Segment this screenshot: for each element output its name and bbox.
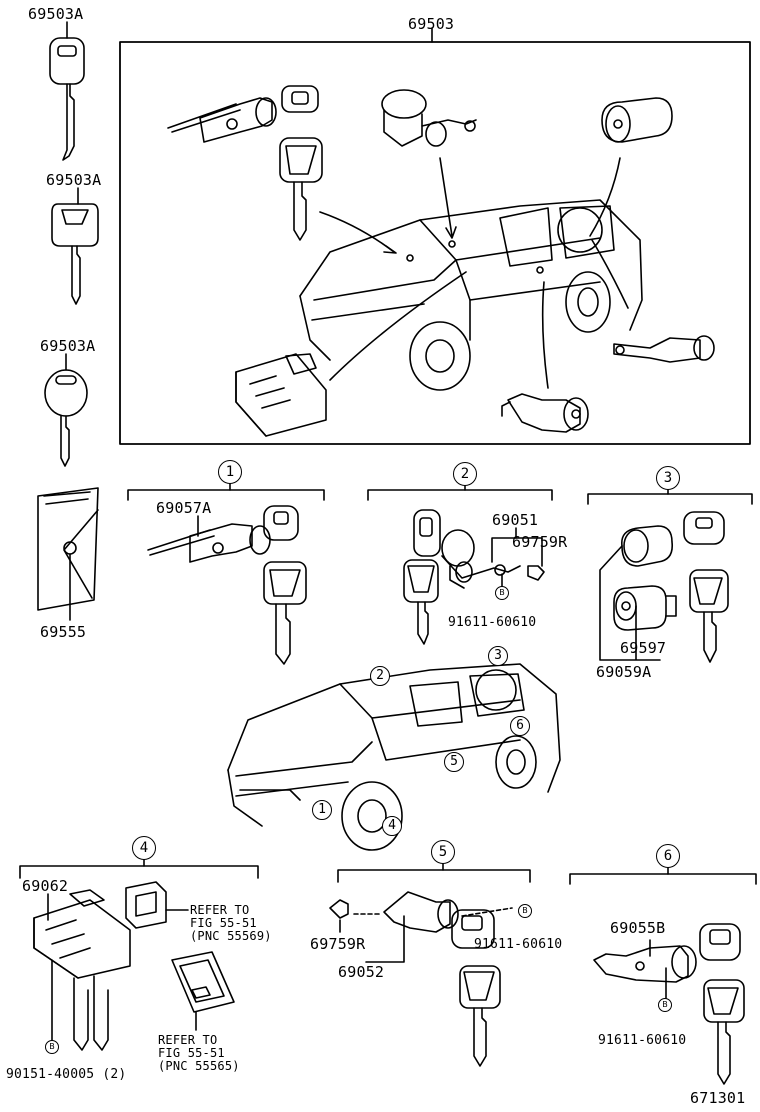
key-icon: [51, 203, 99, 305]
main-assembly-frame: [119, 41, 751, 445]
section-bracket-5: [337, 869, 531, 883]
part-number-label: 69555: [40, 623, 87, 641]
refer-note-line: FIG 55-51: [158, 1046, 225, 1060]
key-icon: [49, 37, 85, 161]
section-callout-4: 4: [132, 836, 156, 860]
door-lock-cylinder-icon: [329, 891, 513, 933]
key-icon: [279, 85, 323, 241]
section-callout-1: 1: [218, 460, 242, 484]
pointer-arrow: [439, 157, 453, 237]
part-number-label: 69051: [492, 511, 539, 529]
location-callout-2: 2: [370, 666, 390, 686]
section-callout-5: 5: [431, 840, 455, 864]
part-number-label: 69759R: [512, 533, 568, 551]
glove-box-lock-icon: [33, 889, 131, 1051]
back-door-cylinder-icon: [601, 97, 673, 143]
back-door-cylinder-icon: [621, 525, 674, 567]
section-bracket-3: [587, 493, 753, 505]
key-icon: [451, 909, 501, 1067]
door-lock-cylinder-icon: [381, 89, 477, 147]
key-icon: [699, 923, 745, 1085]
location-callout-6: 6: [510, 716, 530, 736]
pointer-arrow: [329, 271, 467, 381]
pointer-arrow: [541, 281, 549, 389]
section-callout-6: 6: [656, 844, 680, 868]
location-callout-5: 5: [444, 752, 464, 772]
bolt-marker: B: [658, 998, 672, 1012]
tail-lock-icon: [613, 335, 715, 363]
leader-line: [491, 537, 543, 567]
cover-plate-icon: [171, 951, 235, 1013]
key-icon: [263, 505, 307, 665]
pointer-arrow: [445, 226, 457, 239]
leader-line: [599, 545, 661, 661]
part-number-label: 69759R: [310, 935, 366, 953]
refer-note-line: (PNC 55569): [190, 929, 272, 943]
glove-box-lock-icon: [235, 353, 327, 437]
key-icon: [44, 369, 88, 467]
tail-lock-icon: [593, 945, 697, 983]
ignition-cylinder-icon: [167, 97, 277, 143]
refer-note: REFER TO FIG 55-51 (PNC 55565): [158, 1034, 240, 1073]
location-callout-3: 3: [488, 646, 508, 666]
front-door-cylinder-icon: [501, 393, 589, 433]
pointer-arrow: [383, 245, 397, 254]
part-number-label: 69503A: [28, 5, 84, 23]
cover-icon: [125, 881, 167, 929]
part-number-label: 69062: [22, 877, 69, 895]
part-number-label: 69059A: [596, 663, 652, 681]
bolt-marker: B: [518, 904, 532, 918]
section-bracket-4: [19, 865, 259, 879]
section-bracket-6: [569, 873, 757, 885]
part-number-label: 69503A: [40, 337, 96, 355]
pointer-arrow: [591, 239, 629, 309]
suv-illustration: [299, 199, 643, 391]
part-number-label: 90151-40005 (2): [6, 1067, 127, 1082]
part-number-label: 69055B: [610, 919, 666, 937]
section-callout-2: 2: [453, 462, 477, 486]
section-bracket-1: [127, 489, 325, 501]
door-lock-cylinder-icon: [441, 529, 545, 589]
key-icon: [403, 509, 441, 645]
ignition-cylinder-icon: [147, 523, 271, 563]
pointer-arrow: [319, 211, 395, 253]
section-callout-3: 3: [656, 466, 680, 490]
part-number-label: 91611-60610: [474, 937, 563, 952]
part-number-label: 69052: [338, 963, 385, 981]
key-icon: [683, 511, 729, 663]
lock-cylinder-icon: [613, 585, 677, 631]
pointer-arrow: [589, 157, 621, 237]
refer-note-line: (PNC 55565): [158, 1059, 240, 1073]
bolt-marker: B: [45, 1040, 59, 1054]
part-number-label: 69503: [408, 15, 455, 33]
refer-note-line: FIG 55-51: [190, 916, 257, 930]
location-callout-1: 1: [312, 800, 332, 820]
refer-note: REFER TO FIG 55-51 (PNC 55569): [190, 904, 272, 943]
part-number-label: 91611-60610: [448, 615, 537, 630]
refer-note-line: REFER TO: [190, 903, 250, 917]
refer-note-line: REFER TO: [158, 1033, 218, 1047]
section-bracket-2: [367, 489, 553, 501]
part-number-label: 69597: [620, 639, 667, 657]
leader-line: [365, 915, 405, 963]
suv-illustration: [227, 663, 561, 851]
diagram-id: 671301: [690, 1089, 746, 1107]
bolt-marker: B: [495, 586, 509, 600]
location-callout-4: 4: [382, 816, 402, 836]
part-number-label: 91611-60610: [598, 1033, 687, 1048]
part-number-label: 69503A: [46, 171, 102, 189]
key-plate-icon: [37, 487, 99, 611]
part-number-label: 69057A: [156, 499, 212, 517]
